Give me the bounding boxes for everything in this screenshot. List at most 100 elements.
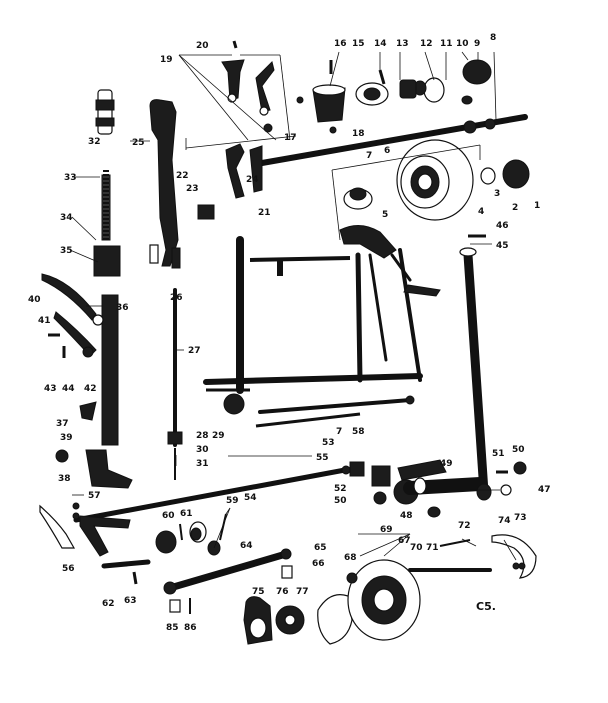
callout-53: 53 [322,438,335,448]
callout-47: 47 [538,485,551,495]
callout-73: 73 [514,513,527,523]
callout-2: 2 [512,203,518,213]
callout-46: 46 [496,221,509,231]
callout-30: 30 [196,445,209,455]
stop-motion-knob [502,159,530,189]
callout-50: 50 [512,445,525,455]
callout-74: 74 [498,516,511,526]
needle-bar [167,288,183,480]
upper-bearing [296,60,346,134]
callout-5: 5 [382,210,388,220]
callout-36: 36 [116,303,129,313]
callout-72: 72 [458,521,471,531]
needle-bar-frame [149,99,181,269]
callout-23: 23 [186,184,199,194]
callout-63: 63 [124,596,137,606]
callout-32: 32 [88,137,101,147]
callout-18: 18 [352,129,365,139]
callout-58: 58 [352,427,365,437]
lower-drive-assembly [349,459,527,518]
vertical-shaft [459,234,489,497]
callout-34: 34 [60,213,73,223]
callout-37: 37 [56,419,69,429]
callout-69: 69 [380,525,393,535]
callout-85: 85 [166,623,179,633]
parts-illustration [39,40,537,645]
callout-45: 45 [496,241,509,251]
callout-12: 12 [420,39,433,49]
presser-lever [41,273,104,358]
leader-lines [69,51,517,561]
callout-71: 71 [426,543,439,553]
callout-38: 38 [58,474,71,484]
callout-61: 61 [180,509,193,519]
feed-assembly [39,502,131,557]
callout-8: 8 [490,33,496,43]
callout-29: 29 [212,431,225,441]
callout-86: 86 [184,623,197,633]
callout-76: 76 [276,587,289,597]
presser-bar [93,89,121,446]
callout-7b: 7 [336,427,342,437]
callout-6: 6 [384,146,390,156]
callout-67: 67 [398,536,411,546]
callout-28: 28 [196,431,209,441]
callout-27: 27 [188,346,201,356]
shuttle-hook [317,539,492,645]
callout-39: 39 [60,433,73,443]
callout-40: 40 [28,295,41,305]
callout-51: 51 [492,449,505,459]
callout-68: 68 [344,553,357,563]
callout-65: 65 [314,543,327,553]
callout-31: 31 [196,459,209,469]
callout-35: 35 [60,246,73,256]
callout-20: 20 [196,41,209,51]
small-parts-lower-middle [155,513,227,556]
callout-15: 15 [352,39,365,49]
callout-56: 56 [62,564,75,574]
callout-59: 59 [226,496,239,506]
lower-shaft [73,465,351,523]
hand-wheel [396,139,474,221]
arm-shaft [259,114,528,166]
callout-10: 10 [456,39,469,49]
rod-62 [101,559,151,569]
callout-1: 1 [534,201,540,211]
washer-3 [480,167,496,185]
bobbin-case [243,596,305,645]
callout-55: 55 [316,453,329,463]
machine-frame [203,225,441,428]
callout-16: 16 [334,39,347,49]
callout-41: 41 [38,316,51,326]
top-right-small-parts [355,59,492,106]
callout-17: 17 [284,133,297,143]
callout-48: 48 [400,511,413,521]
callout-4: 4 [478,207,484,217]
callout-44: 44 [62,384,75,394]
callout-3: 3 [494,189,500,199]
callout-14: 14 [374,39,387,49]
callout-64: 64 [240,541,253,551]
callout-49: 49 [440,459,453,469]
presser-foot [55,401,133,489]
callout-75: 75 [252,587,265,597]
callout-7: 7 [366,151,372,161]
callout-26: 26 [170,293,183,303]
callout-62: 62 [102,599,115,609]
figure-code: C5. [476,600,496,613]
part-85 [169,599,181,613]
callout-13: 13 [396,39,409,49]
connecting-link [163,548,293,595]
callout-21: 21 [258,208,271,218]
callout-33: 33 [64,173,77,183]
callout-42: 42 [84,384,97,394]
callout-60: 60 [162,511,175,521]
callout-66: 66 [312,559,325,569]
callout-19: 19 [160,55,173,65]
callout-labels: 20 19 16 15 14 13 12 11 10 9 8 17 18 32 … [28,33,551,633]
callout-11: 11 [440,39,453,49]
callout-54: 54 [244,493,257,503]
callout-9: 9 [474,39,480,49]
callout-70: 70 [410,543,423,553]
